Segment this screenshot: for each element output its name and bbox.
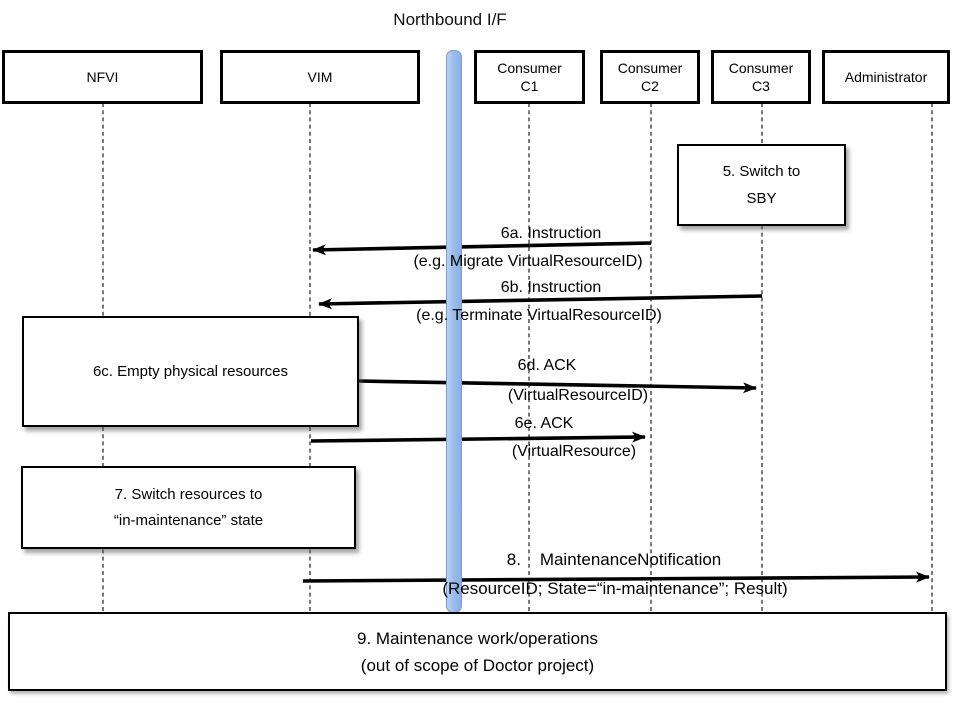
msg-6a-detail: (e.g. Migrate VirtualResourceID) — [413, 253, 643, 270]
actor-label-nfvi: NFVI — [86, 69, 119, 85]
northbound-interface-bar — [446, 50, 462, 613]
actor-box-nfvi: NFVI — [2, 50, 203, 104]
msg-6d-detail: (VirtualResourceID) — [507, 387, 649, 404]
msg-6e-label: 6e. ACK — [514, 415, 574, 432]
arrow-6a-instruction — [312, 241, 652, 256]
actor-label-c1: C1 — [520, 78, 539, 94]
actor-label-administrator: Administrator — [844, 69, 928, 85]
actor-label-vim: VIM — [307, 69, 333, 85]
note-box-6c-empty-physical-resources: 6c. Empty physical resources — [22, 316, 359, 427]
actor-label-consumer: Consumer — [728, 60, 794, 76]
note-9-line2: (out of scope of Doctor project) — [360, 655, 595, 675]
actor-box-consumer-c3: Consumer C3 — [711, 50, 811, 104]
msg-8-detail: (ResourceID; State=“in-maintenance”; Res… — [442, 579, 788, 598]
msg-6b-detail: (e.g. Terminate VirtualResourceID) — [416, 307, 662, 324]
actor-box-consumer-c1: Consumer C1 — [474, 50, 585, 104]
note-7-line1: 7. Switch resources to — [114, 485, 263, 503]
actor-label-c2: C2 — [641, 78, 659, 94]
arrow-6b-instruction — [318, 294, 763, 310]
diagram-title: Northbound I/F — [393, 10, 507, 29]
arrow-6e-ack — [310, 431, 646, 443]
msg-6b-label: 6b. Instruction — [500, 279, 602, 296]
msg-8-label: 8. MaintenanceNotification — [506, 550, 722, 569]
note-box-5-switch-to-sby: 5. Switch to SBY — [677, 144, 846, 226]
msg-6e-detail: (VirtualResource) — [511, 443, 637, 460]
note-box-9-maintenance-work: 9. Maintenance work/operations (out of s… — [8, 612, 947, 691]
actor-label-consumer: Consumer — [497, 60, 562, 76]
note-5-line1: 5. Switch to — [722, 163, 801, 180]
note-9-line1: 9. Maintenance work/operations — [357, 628, 598, 648]
actor-box-consumer-c2: Consumer C2 — [600, 50, 700, 104]
note-6c-line1: 6c. Empty physical resources — [92, 362, 289, 380]
msg-6a-label: 6a. Instruction — [500, 225, 602, 242]
msg-6d-label: 6d. ACK — [517, 357, 577, 374]
note-box-7-switch-resources: 7. Switch resources to “in-maintenance” … — [21, 466, 356, 549]
actor-label-consumer: Consumer — [617, 60, 683, 76]
actor-box-administrator: Administrator — [822, 50, 950, 104]
actor-label-c3: C3 — [752, 78, 770, 94]
note-5-line2: SBY — [746, 190, 777, 207]
arrow-6d-ack — [357, 379, 757, 394]
note-7-line2: “in-maintenance” state — [113, 511, 264, 529]
arrow-8-maintenance-notification — [302, 571, 930, 583]
actor-box-vim: VIM — [220, 50, 420, 104]
